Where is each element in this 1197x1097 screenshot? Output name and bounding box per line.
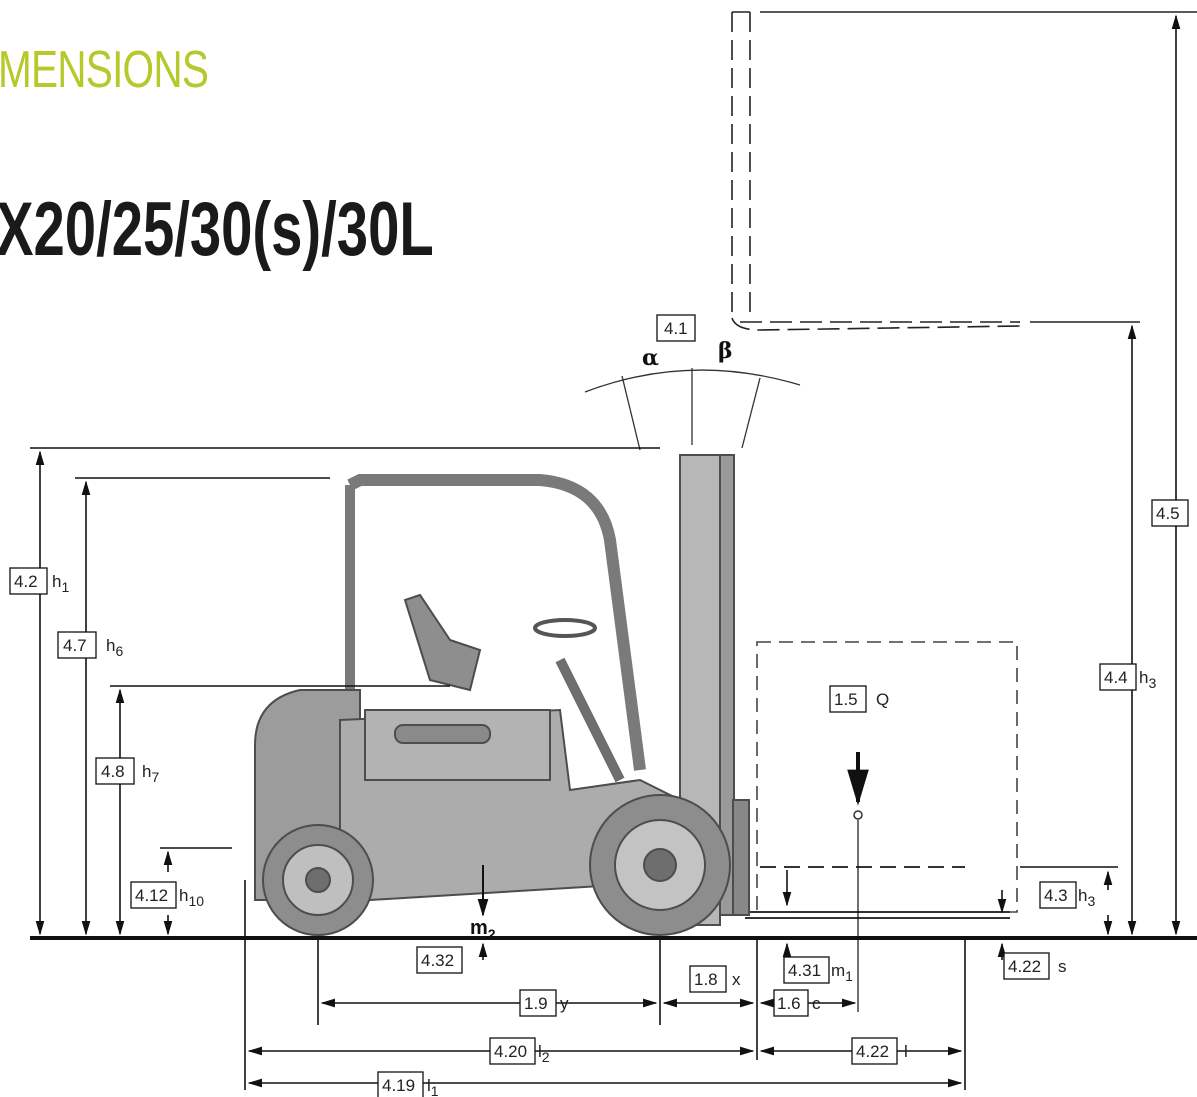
label-4-12-symbol: h10 (179, 886, 204, 909)
model-title: X20/25/30(s)/30L (0, 187, 434, 272)
label-4-12-code: 4.12 (135, 886, 168, 905)
label-4-1-code: 4.1 (664, 319, 688, 338)
beta-symbol: β (718, 338, 733, 364)
label-4-20-symbol: l2 (538, 1042, 550, 1065)
label-4-31-symbol: m1 (831, 961, 853, 984)
label-4-22-s-symbol: s (1058, 957, 1067, 976)
length-dimensions (244, 880, 966, 1090)
label-4-7-symbol: h6 (106, 636, 123, 659)
label-1-9-symbol: y (560, 994, 569, 1013)
right-height-dimensions (478, 14, 1181, 960)
forklift-truck (254, 454, 750, 936)
label-4-2-symbol: h1 (52, 572, 69, 595)
label-4-19-code: 4.19 (382, 1076, 415, 1095)
height-dimensions (30, 447, 660, 936)
label-4-8-code: 4.8 (101, 762, 125, 781)
label-4-22-l-code: 4.22 (856, 1042, 889, 1061)
label-4-22-s-code: 4.22 (1008, 957, 1041, 976)
label-1-6-code: 1.6 (777, 994, 801, 1013)
alpha-symbol: α (642, 345, 659, 371)
load-outline (756, 641, 1018, 913)
label-4-8-symbol: h7 (142, 762, 159, 785)
label-1-9-code: 1.9 (524, 994, 548, 1013)
label-4-32-code: 4.32 (421, 951, 454, 970)
label-boxes (9, 314, 1189, 1097)
section-heading: MENSIONS (0, 41, 209, 99)
raised-mast-outline (731, 11, 1197, 331)
m2-symbol: m2 (470, 917, 496, 942)
label-4-4-symbol: h3 (1139, 668, 1156, 691)
label-1-8-code: 1.8 (694, 970, 718, 989)
label-4-19-symbol: l1 (427, 1076, 439, 1097)
tilt-angle-marks (584, 368, 801, 451)
label-4-3-symbol: h3 (1078, 886, 1095, 909)
label-4-7-code: 4.7 (63, 636, 87, 655)
label-4-5-code: 4.5 (1156, 504, 1180, 523)
label-4-4-code: 4.4 (1104, 668, 1128, 687)
label-4-31-code: 4.31 (788, 961, 821, 980)
label-1-6-symbol: c (812, 994, 821, 1013)
label-4-3-code: 4.3 (1044, 886, 1068, 905)
label-1-5-code: 1.5 (834, 690, 858, 709)
label-1-8-symbol: x (732, 970, 741, 989)
label-1-5-symbol: Q (876, 690, 889, 709)
label-4-20-code: 4.20 (494, 1042, 527, 1061)
label-4-2-code: 4.2 (14, 572, 38, 591)
forks (745, 866, 1010, 919)
label-4-22-l-symbol: l (904, 1042, 908, 1061)
